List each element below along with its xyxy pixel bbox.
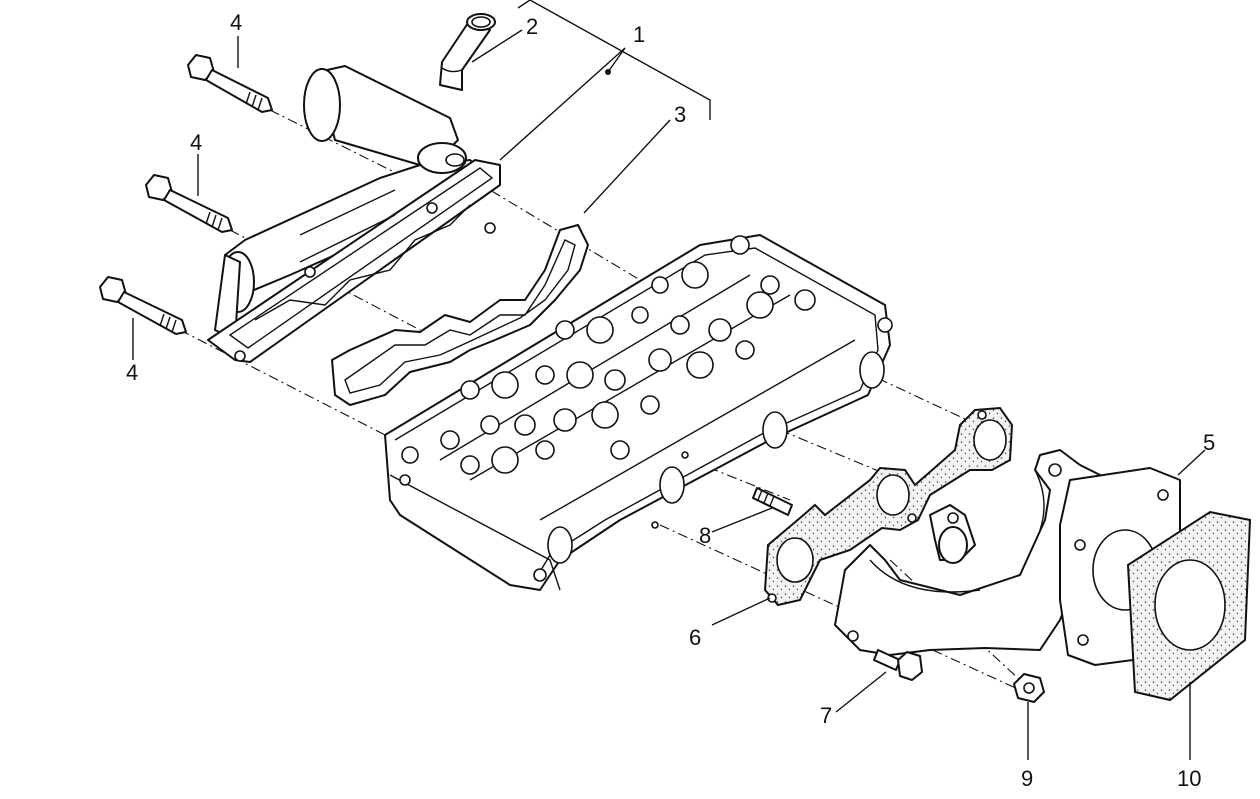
exhaust-gasket — [763, 406, 1014, 607]
elbow-pipe — [439, 13, 496, 91]
callout-2: 2 — [526, 14, 538, 39]
callout-7: 7 — [820, 703, 832, 728]
callout-6: 6 — [689, 625, 701, 650]
bolt-upper — [187, 54, 273, 113]
callout-9: 9 — [1021, 766, 1033, 791]
intake-gasket — [331, 224, 589, 406]
callout-4-upper: 4 — [230, 10, 242, 35]
callout-1: 1 — [633, 22, 645, 47]
callout-3: 3 — [674, 102, 686, 127]
callout-labels: 1 2 3 4 4 4 5 6 7 8 9 10 — [126, 10, 1215, 791]
callout-4-lower: 4 — [126, 360, 138, 385]
callout-5: 5 — [1203, 430, 1215, 455]
callout-4-middle: 4 — [190, 130, 202, 155]
assembly-bracket — [517, 0, 711, 120]
stud — [752, 487, 793, 516]
callout-8: 8 — [699, 523, 711, 548]
intake-manifold — [207, 65, 501, 363]
flange-bolt — [873, 649, 923, 681]
outlet-gasket — [1126, 510, 1252, 702]
cylinder-head — [384, 234, 893, 591]
bolt-lower — [99, 276, 187, 335]
callout-10: 10 — [1177, 766, 1201, 791]
leader-lines — [132, 29, 1206, 760]
flange-nut — [1013, 673, 1045, 703]
bolt-middle — [145, 174, 233, 233]
